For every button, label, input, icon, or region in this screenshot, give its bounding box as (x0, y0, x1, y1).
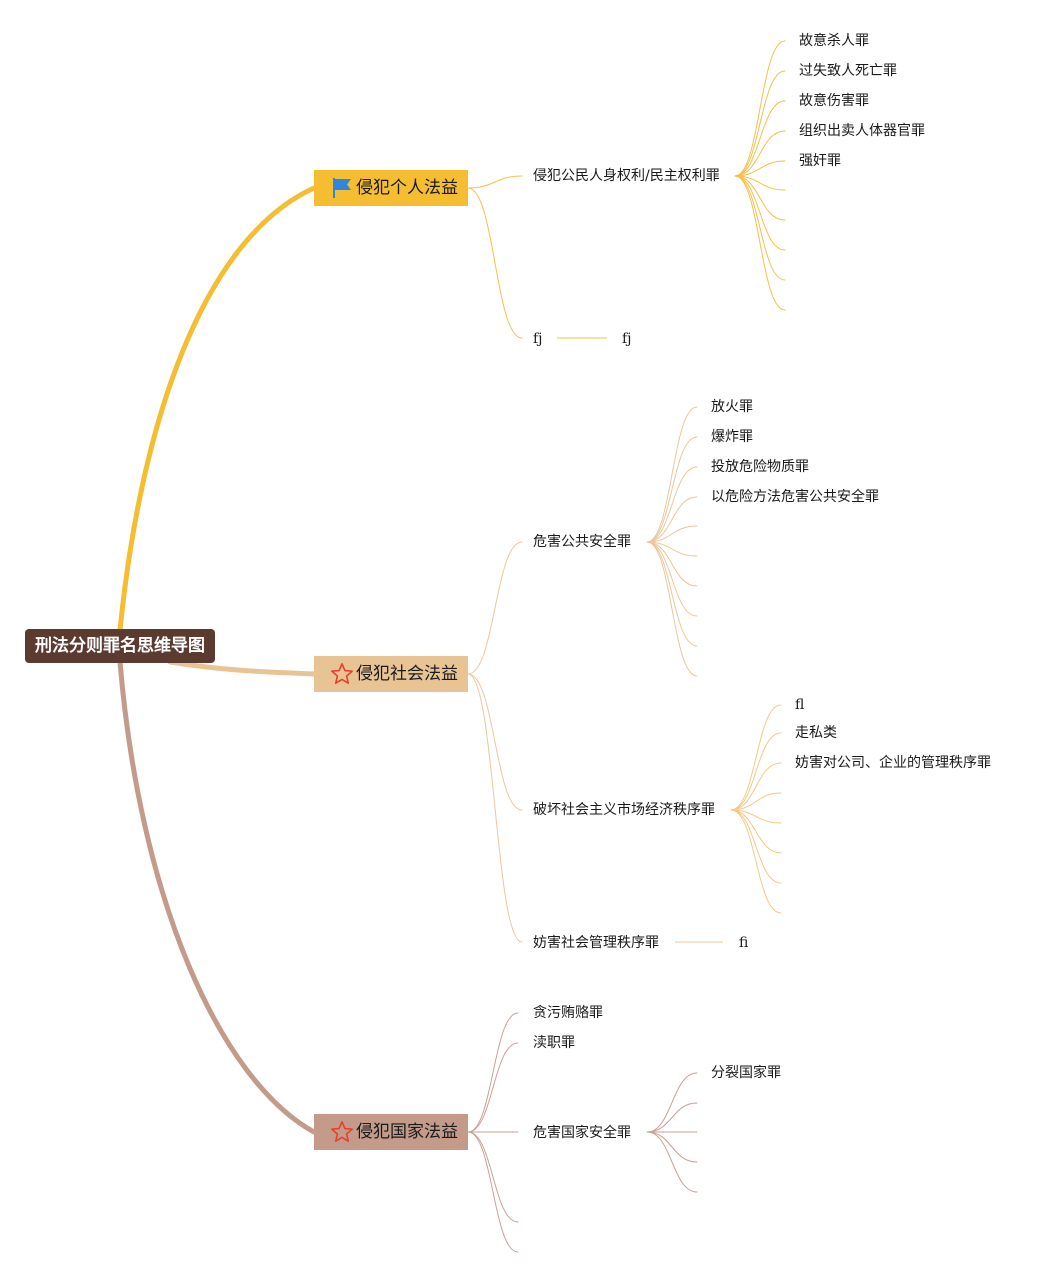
connector (734, 70, 786, 177)
leaf-smuggling[interactable]: 走私类 (795, 725, 837, 741)
connector (467, 1012, 519, 1133)
connector (734, 175, 786, 221)
branch-label: 侵犯国家法益 (356, 1122, 458, 1142)
connector (646, 541, 698, 677)
flag-icon (333, 178, 351, 198)
connector (734, 175, 786, 251)
connector (646, 525, 698, 543)
leaf-negligent-homicide[interactable]: 过失致人死亡罪 (799, 63, 897, 79)
branch-label: 侵犯社会法益 (356, 664, 458, 684)
connector (646, 496, 698, 543)
branch-state-interests[interactable]: 侵犯国家法益 (314, 1114, 468, 1150)
connector (467, 1042, 519, 1133)
connector (646, 541, 698, 587)
branch-personal-interests[interactable]: 侵犯个人法益 (314, 170, 468, 206)
connector (730, 792, 782, 811)
connector (467, 541, 523, 675)
branch-social-interests[interactable]: 侵犯社会法益 (314, 656, 468, 692)
connector (730, 809, 782, 914)
connector-root-branch1 (117, 185, 317, 633)
topic-fj[interactable]: fj (533, 331, 543, 347)
leaf-fl[interactable]: fl (795, 697, 805, 713)
connector (646, 406, 698, 543)
connector (734, 175, 786, 281)
connector (730, 809, 782, 854)
topic-dereliction-of-duty[interactable]: 渎职罪 (533, 1035, 575, 1051)
connector (646, 1102, 698, 1133)
connector (734, 175, 786, 311)
connector (734, 100, 786, 177)
connector (646, 1131, 698, 1163)
leaf-arson[interactable]: 放火罪 (711, 399, 753, 415)
leaf-fj[interactable]: fj (622, 331, 632, 347)
connector (734, 40, 786, 177)
connector (730, 762, 782, 811)
topic-corruption-bribery[interactable]: 贪污贿赂罪 (533, 1005, 603, 1021)
topic-public-safety-crimes[interactable]: 危害公共安全罪 (533, 534, 631, 550)
topic-national-security-crimes[interactable]: 危害国家安全罪 (533, 1125, 631, 1141)
branch-label: 侵犯个人法益 (356, 178, 458, 198)
leaf-dangerous-methods[interactable]: 以危险方法危害公共安全罪 (711, 489, 879, 505)
leaf-dangerous-substances[interactable]: 投放危险物质罪 (711, 459, 809, 475)
connector (646, 436, 698, 543)
connector (646, 541, 698, 617)
connector (734, 160, 786, 177)
connector (646, 1131, 698, 1193)
leaf-splitting-the-country[interactable]: 分裂国家罪 (711, 1065, 781, 1081)
connector (467, 673, 523, 943)
connector (734, 130, 786, 177)
leaf-rape[interactable]: 强奸罪 (799, 153, 841, 169)
connector (467, 175, 523, 189)
connector (467, 187, 523, 339)
leaf-organ-trafficking[interactable]: 组织出卖人体器官罪 (799, 123, 925, 139)
leaf-intentional-homicide[interactable]: 故意杀人罪 (799, 33, 869, 49)
connector (467, 1131, 519, 1223)
root-topic[interactable]: 刑法分则罪名思维导图 (25, 629, 215, 663)
connector (646, 466, 698, 543)
topic-personal-rights-crimes[interactable]: 侵犯公民人身权利/民主权利罪 (533, 168, 720, 184)
topic-social-management-crimes[interactable]: 妨害社会管理秩序罪 (533, 935, 659, 951)
connector (730, 809, 782, 884)
connector (730, 732, 782, 811)
connector-root-branch3 (117, 659, 317, 1135)
connector (467, 1131, 519, 1253)
connector (730, 704, 782, 811)
topic-market-order-crimes[interactable]: 破坏社会主义市场经济秩序罪 (533, 802, 715, 818)
leaf-intentional-injury[interactable]: 故意伤害罪 (799, 93, 869, 109)
leaf-company-management[interactable]: 妨害对公司、企业的管理秩序罪 (795, 755, 991, 771)
connector (646, 541, 698, 647)
leaf-fi[interactable]: fi (739, 935, 749, 951)
star-icon (331, 663, 353, 684)
star-icon (331, 1121, 353, 1142)
connector (467, 673, 523, 811)
leaf-explosion[interactable]: 爆炸罪 (711, 429, 753, 445)
connector-root-branch2 (167, 659, 317, 677)
connector (646, 1072, 698, 1133)
